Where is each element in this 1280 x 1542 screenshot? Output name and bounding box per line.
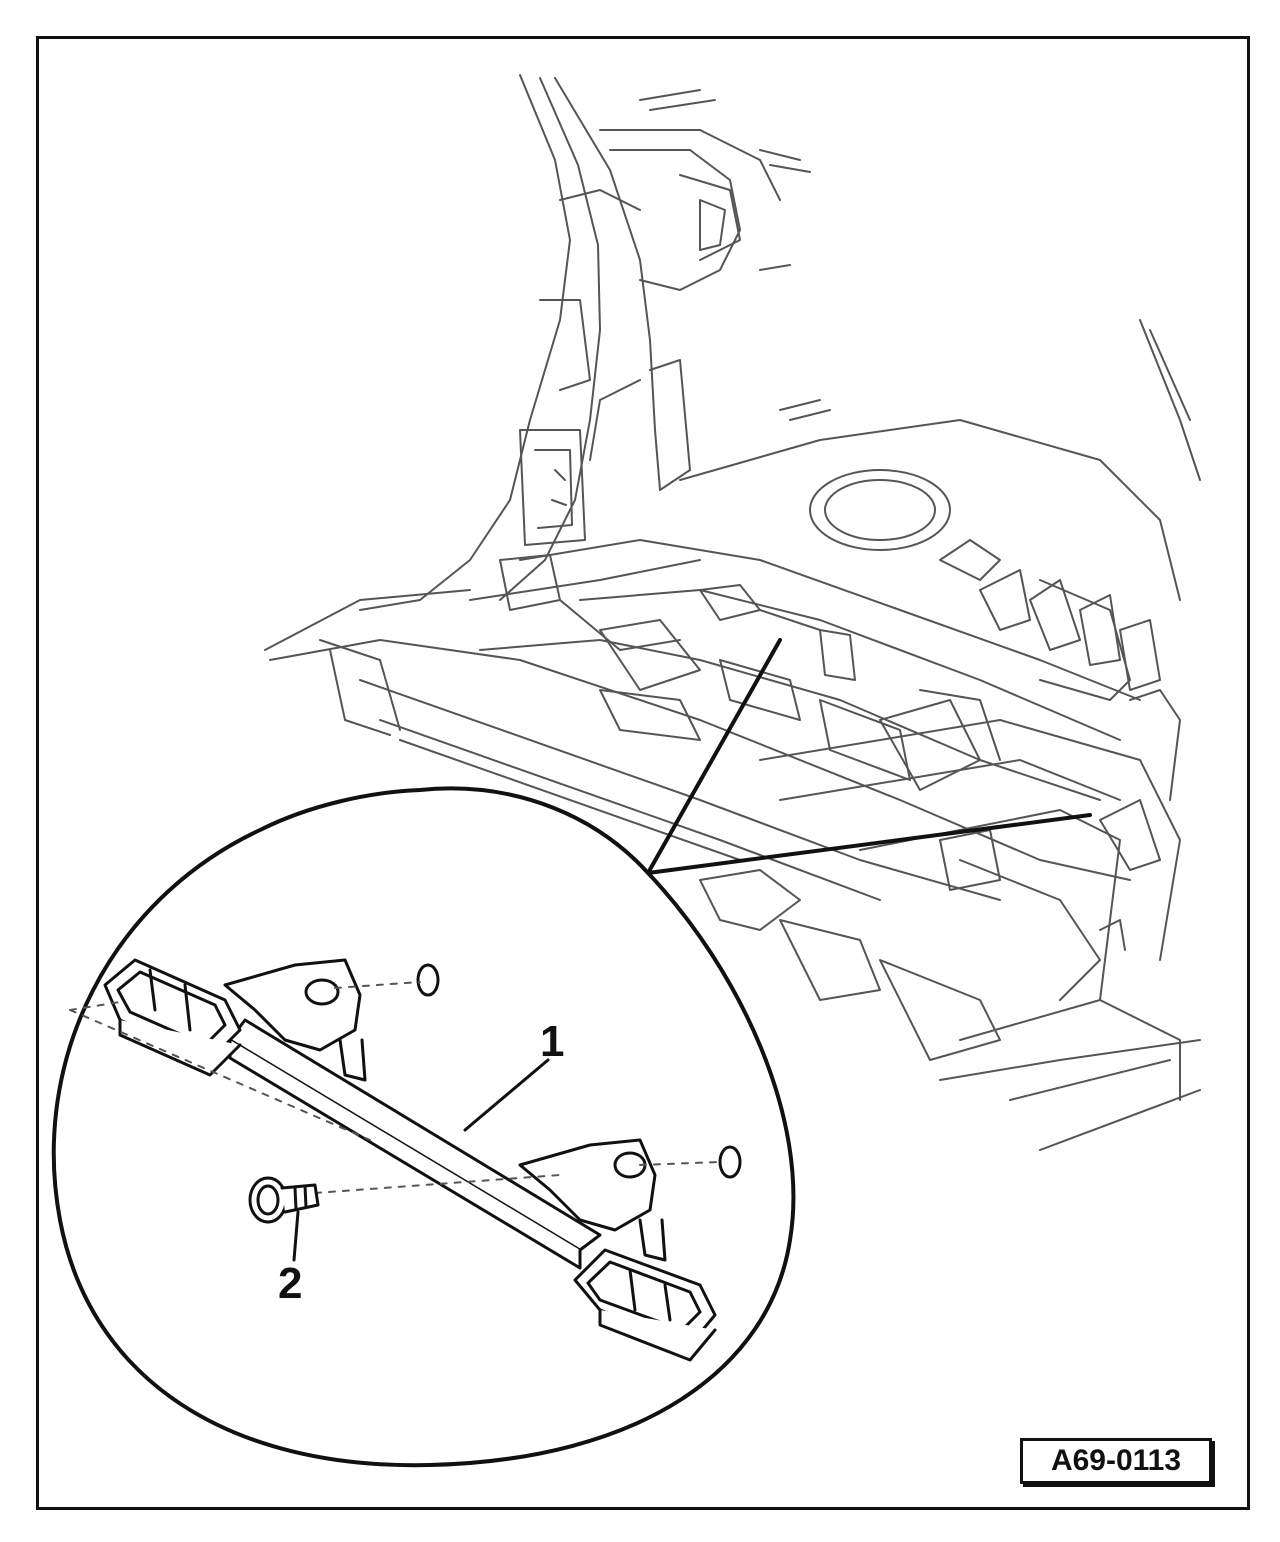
callout-leaders [292, 1058, 550, 1262]
mounting-holes [416, 963, 742, 1179]
assembly-axis-lines [69, 981, 721, 1194]
vehicle-body-structure [264, 74, 1201, 1151]
figure-reference-badge: A69-0113 [1020, 1438, 1212, 1484]
crossmember-part [103, 958, 717, 1362]
callout-label-crossmember: 1 [540, 1017, 565, 1066]
callout-label-bolt: 2 [278, 1259, 303, 1308]
detail-leader-lines [646, 638, 1092, 875]
bolt-part [248, 1176, 320, 1224]
